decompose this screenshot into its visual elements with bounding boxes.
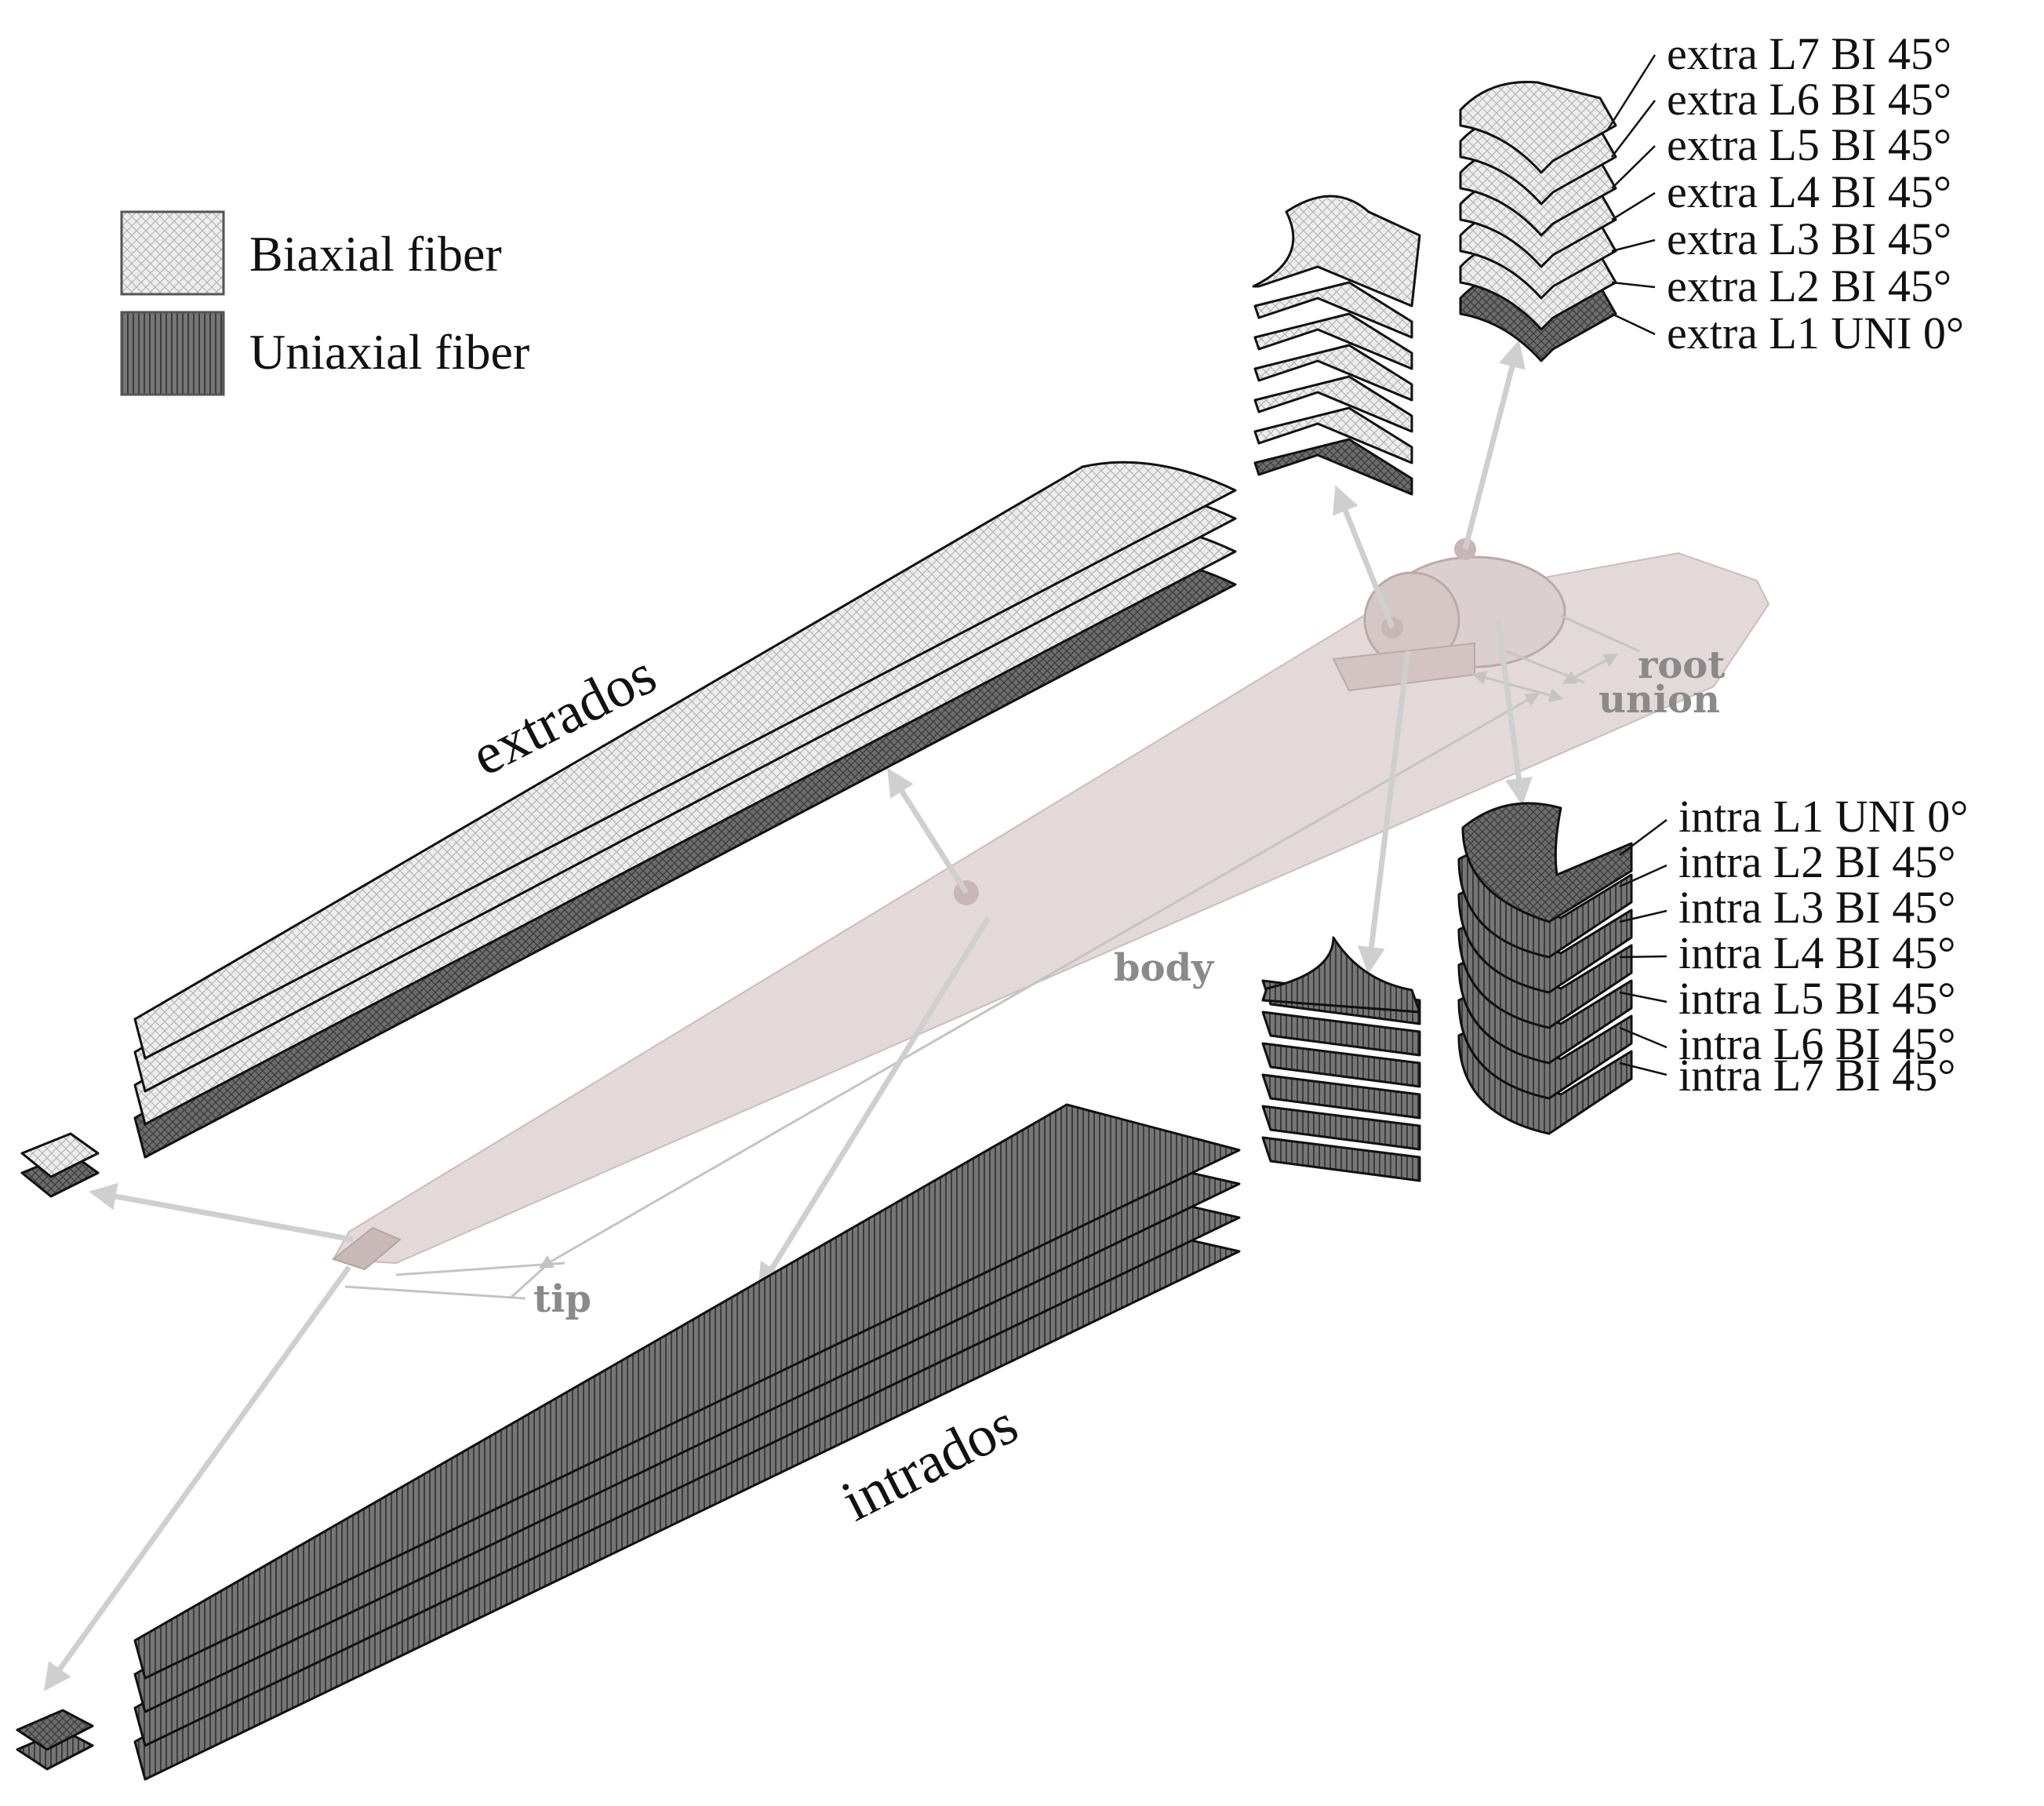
extra-layer-label-6: extra L2 BI 45° [1667, 260, 1951, 311]
body-dimension-line [538, 693, 1540, 1269]
extra-layer-labels: extra L7 BI 45° extra L6 BI 45° extra L5… [1606, 28, 1964, 359]
explode-arrows [43, 340, 1533, 1691]
tip-extra-pieces [20, 1132, 100, 1198]
intra-layer-labels: intra L1 UNI 0° intra L2 BI 45° intra L3… [1619, 791, 1969, 1101]
legend: Biaxial fiber Uniaxial fiber [120, 210, 529, 396]
arrow-to-union-extra [1333, 485, 1395, 629]
union-label: union [1598, 678, 1720, 722]
root-extra-stack [1459, 80, 1617, 362]
arrow-to-intrados [758, 916, 991, 1291]
intra-layer-label-6: intra L6 BI 45° [1678, 1018, 1955, 1069]
extra-layer-label-5: extra L3 BI 45° [1667, 213, 1951, 264]
extrados-stack: extrados [133, 461, 1237, 1159]
tip-label: tip [533, 1277, 591, 1321]
arrow-to-extrados [887, 768, 969, 894]
tip-dimension-line [344, 1262, 566, 1300]
root-label: root [1638, 643, 1726, 687]
arrow-to-root-intra [1495, 619, 1533, 806]
extra-layer-label-2: extra L6 BI 45° [1667, 74, 1951, 125]
intra-layer-label-1: intra L1 UNI 0° [1678, 791, 1969, 842]
legend-biaxial-label: Biaxial fiber [249, 226, 502, 282]
union-intra-stack [1261, 936, 1421, 1182]
intra-layer-label-2: intra L2 BI 45° [1678, 836, 1955, 887]
intra-layer-label-7: intra L7 BI 45° [1678, 1050, 1955, 1101]
extra-layer-label-7: extra L1 UNI 0° [1667, 308, 1964, 359]
intrados-stack: intrados [133, 1103, 1241, 1781]
legend-uniaxial-label: Uniaxial fiber [249, 324, 529, 380]
body-label: body [1114, 946, 1215, 990]
arrow-to-union-intra [1358, 650, 1411, 974]
intra-layer-label-5: intra L5 BI 45° [1678, 973, 1955, 1024]
union-dimension-line [1471, 671, 1564, 702]
extra-layer-label-1: extra L7 BI 45° [1667, 28, 1951, 79]
arrow-to-root-extra [1462, 340, 1526, 550]
blade-tip-section [331, 1226, 402, 1271]
tip-intra-pieces [16, 1709, 94, 1771]
root-intra-stack [1457, 802, 1633, 1135]
extrados-layer-1 [133, 461, 1237, 1060]
intra-layer-label-4: intra L4 BI 45° [1678, 927, 1955, 978]
uniaxial-swatch [120, 311, 225, 396]
extra-layer-label-4: extra L4 BI 45° [1667, 166, 1951, 217]
intra-layer-label-3: intra L3 BI 45° [1678, 882, 1955, 933]
union-extra-stack [1252, 195, 1421, 496]
extrados-layer-2 [133, 489, 1237, 1093]
intrados-layer-1 [133, 1103, 1241, 1680]
dimension-lines [344, 614, 1640, 1300]
biaxial-swatch [120, 210, 225, 296]
extra-layer-label-3: extra L5 BI 45° [1667, 119, 1951, 170]
arrow-to-tip-extra [89, 1182, 354, 1243]
arrow-to-tip-intra [43, 1265, 351, 1691]
